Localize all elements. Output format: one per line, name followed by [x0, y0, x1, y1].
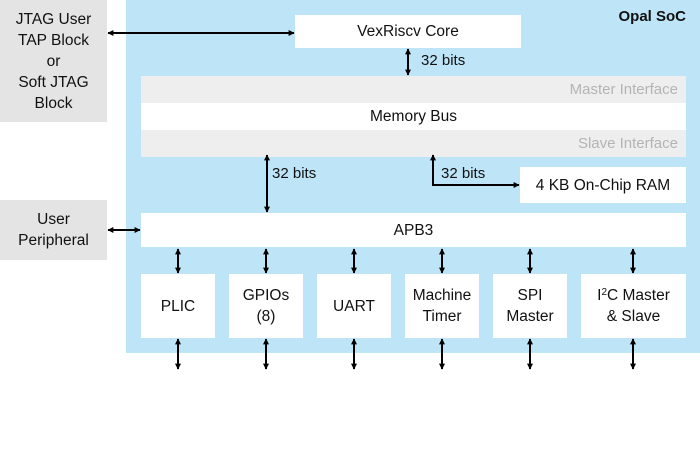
uart-block: UART — [317, 274, 391, 338]
ram-label: 4 KB On-Chip RAM — [535, 176, 671, 194]
user-peripheral-line-1: User — [37, 211, 70, 228]
spi-label-line-1: SPI — [517, 287, 543, 304]
jtag-block: JTAG User TAP Block or Soft JTAG Block — [0, 0, 107, 122]
jtag-block-line-2: TAP Block — [18, 31, 89, 49]
timer-label-line-1: Machine — [412, 287, 472, 304]
i2c-superscript: 2 — [601, 287, 607, 298]
plic-block: PLIC — [141, 274, 215, 338]
slave-interface: Slave Interface — [141, 130, 686, 157]
cpu-block: VexRiscv Core — [295, 15, 521, 48]
cpu-label: VexRiscv Core — [357, 23, 459, 40]
jtag-block-line-4: Soft JTAG — [18, 73, 89, 91]
i2c-rest: C Master — [607, 287, 670, 304]
memory-bus: Memory Bus — [141, 103, 686, 130]
i2c-prefix: I — [597, 287, 602, 304]
user-peripheral-block: User Peripheral — [0, 200, 107, 260]
membus-ram-arrow — [430, 154, 520, 188]
apb-bus-width-label: 32 bits — [272, 165, 317, 182]
timer-label-line-2: Timer — [422, 308, 462, 325]
master-interface-label: Master Interface — [569, 81, 678, 98]
uart-label: UART — [333, 297, 375, 315]
slave-interface-label: Slave Interface — [577, 135, 678, 152]
gpio-block: GPIOs (8) — [229, 274, 303, 338]
spi-label-line-2: Master — [506, 308, 554, 325]
timer-block: Machine Timer — [405, 274, 479, 338]
master-interface: Master Interface — [141, 76, 686, 103]
ram-block: 4 KB On-Chip RAM — [520, 167, 686, 203]
apb-bus: APB3 — [141, 213, 686, 247]
soc-title: Opal SoC — [618, 8, 686, 25]
cpu-bus-width-label: 32 bits — [421, 52, 466, 69]
apb-label: APB3 — [393, 221, 434, 239]
user-peripheral-line-2: Peripheral — [18, 232, 89, 249]
jtag-block-line-5: Block — [34, 94, 73, 112]
gpio-label-line-1: GPIOs — [242, 287, 290, 304]
gpio-label-line-2: (8) — [256, 308, 276, 325]
memory-bus-label: Memory Bus — [370, 108, 457, 125]
plic-label: PLIC — [160, 297, 196, 315]
i2c-label-line-1: I2C Master — [597, 285, 670, 306]
jtag-block-line-1: JTAG User — [15, 10, 92, 28]
i2c-block: I2C Master & Slave — [581, 274, 686, 338]
i2c-label-line-2: & Slave — [606, 308, 661, 325]
spi-block: SPI Master — [493, 274, 567, 338]
jtag-block-line-3: or — [46, 52, 61, 70]
